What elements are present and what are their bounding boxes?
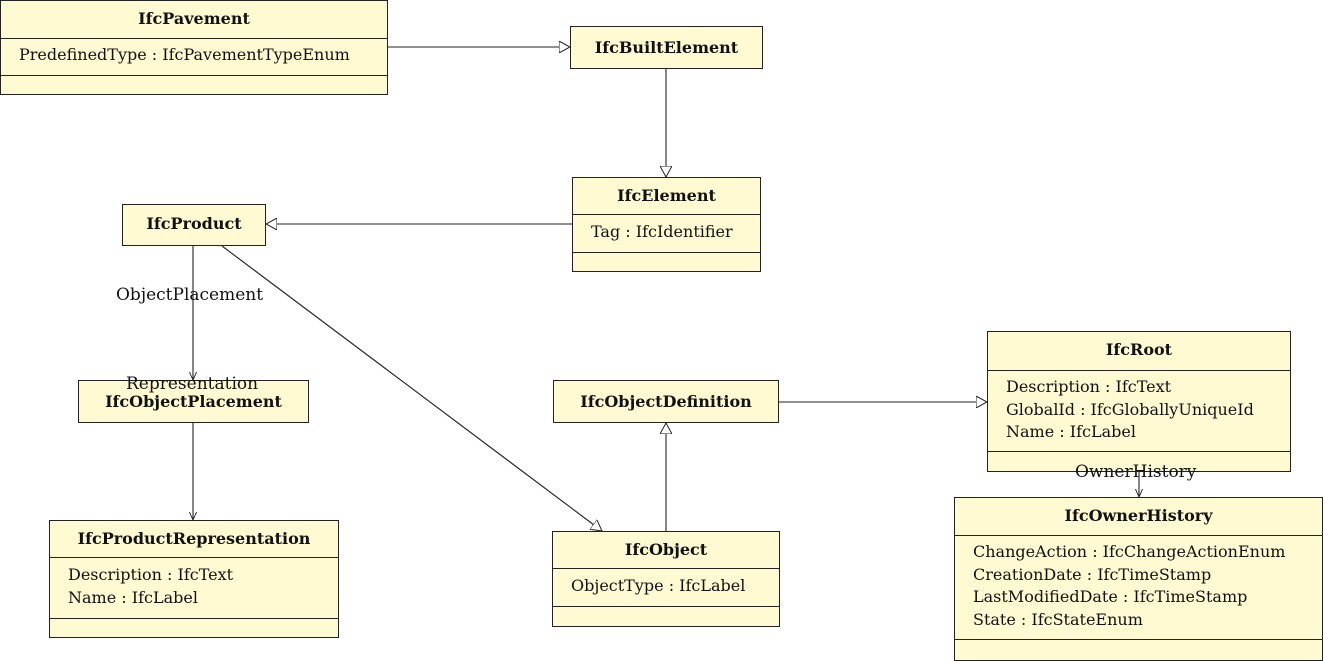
class-attributes: ObjectType : IfcLabel	[553, 568, 779, 598]
class-attributes: Description : IfcText Name : IfcLabel	[50, 557, 338, 609]
class-name: IfcObject	[624, 540, 708, 559]
attribute: Description : IfcText	[1006, 377, 1172, 396]
attribute: CreationDate : IfcTimeStamp	[973, 564, 1212, 584]
class-attributes: PredefinedType : IfcPavementTypeEnum	[1, 38, 387, 67]
class-attributes: ChangeAction : IfcChangeActionEnum Creat…	[955, 535, 1322, 631]
attribute: State : IfcStateEnum	[973, 609, 1143, 629]
class-ifcroot[interactable]: IfcRoot Description : IfcText GlobalId :…	[987, 331, 1291, 472]
attribute: GlobalId : IfcGloballyUniqueId	[1006, 399, 1254, 419]
class-ifcownerhistory[interactable]: IfcOwnerHistory ChangeAction : IfcChange…	[954, 497, 1323, 661]
class-name: IfcPavement	[138, 9, 250, 28]
attribute: PredefinedType : IfcPavementTypeEnum	[19, 45, 350, 64]
class-ifcbuiltelement[interactable]: IfcBuiltElement	[570, 26, 763, 69]
class-ifcobjectdefinition[interactable]: IfcObjectDefinition	[553, 380, 779, 423]
class-name: IfcObjectDefinition	[580, 392, 752, 411]
attribute: ObjectType : IfcLabel	[571, 576, 746, 595]
class-ifcobjectplacement[interactable]: IfcObjectPlacement	[78, 380, 309, 423]
class-operations	[1, 75, 387, 94]
class-operations	[50, 618, 338, 637]
class-name: IfcObjectPlacement	[105, 392, 282, 411]
attribute: Name : IfcLabel	[1006, 422, 1136, 441]
attribute: Description : IfcText	[68, 565, 234, 584]
class-attributes: Tag : IfcIdentifier	[573, 214, 760, 244]
class-attributes: Description : IfcText GlobalId : IfcGlob…	[988, 370, 1290, 444]
class-operations	[573, 252, 760, 271]
association-label-objectplacement: ObjectPlacement	[116, 285, 264, 305]
class-operations	[955, 639, 1322, 660]
class-name: IfcRoot	[1105, 340, 1173, 359]
class-name: IfcBuiltElement	[594, 38, 739, 57]
attribute: ChangeAction : IfcChangeActionEnum	[973, 542, 1286, 561]
class-name: IfcElement	[617, 186, 716, 205]
association-label-ownerhistory: OwnerHistory	[1075, 462, 1197, 482]
class-name: IfcProduct	[146, 214, 242, 233]
class-name: IfcOwnerHistory	[1064, 506, 1213, 525]
class-name: IfcProductRepresentation	[77, 529, 311, 548]
generalization-product-to-object	[221, 245, 602, 531]
association-label-representation: Representation	[126, 374, 259, 394]
class-ifcelement[interactable]: IfcElement Tag : IfcIdentifier	[572, 177, 761, 272]
class-ifcobject[interactable]: IfcObject ObjectType : IfcLabel	[552, 531, 780, 627]
class-ifcproductrepresentation[interactable]: IfcProductRepresentation Description : I…	[49, 520, 339, 638]
class-operations	[988, 451, 1290, 471]
attribute: Name : IfcLabel	[68, 587, 198, 607]
class-ifcpavement[interactable]: IfcPavement PredefinedType : IfcPavement…	[0, 0, 388, 95]
attribute: Tag : IfcIdentifier	[591, 222, 733, 241]
class-operations	[553, 606, 779, 626]
class-ifcproduct[interactable]: IfcProduct	[122, 204, 266, 246]
attribute: LastModifiedDate : IfcTimeStamp	[973, 587, 1248, 606]
